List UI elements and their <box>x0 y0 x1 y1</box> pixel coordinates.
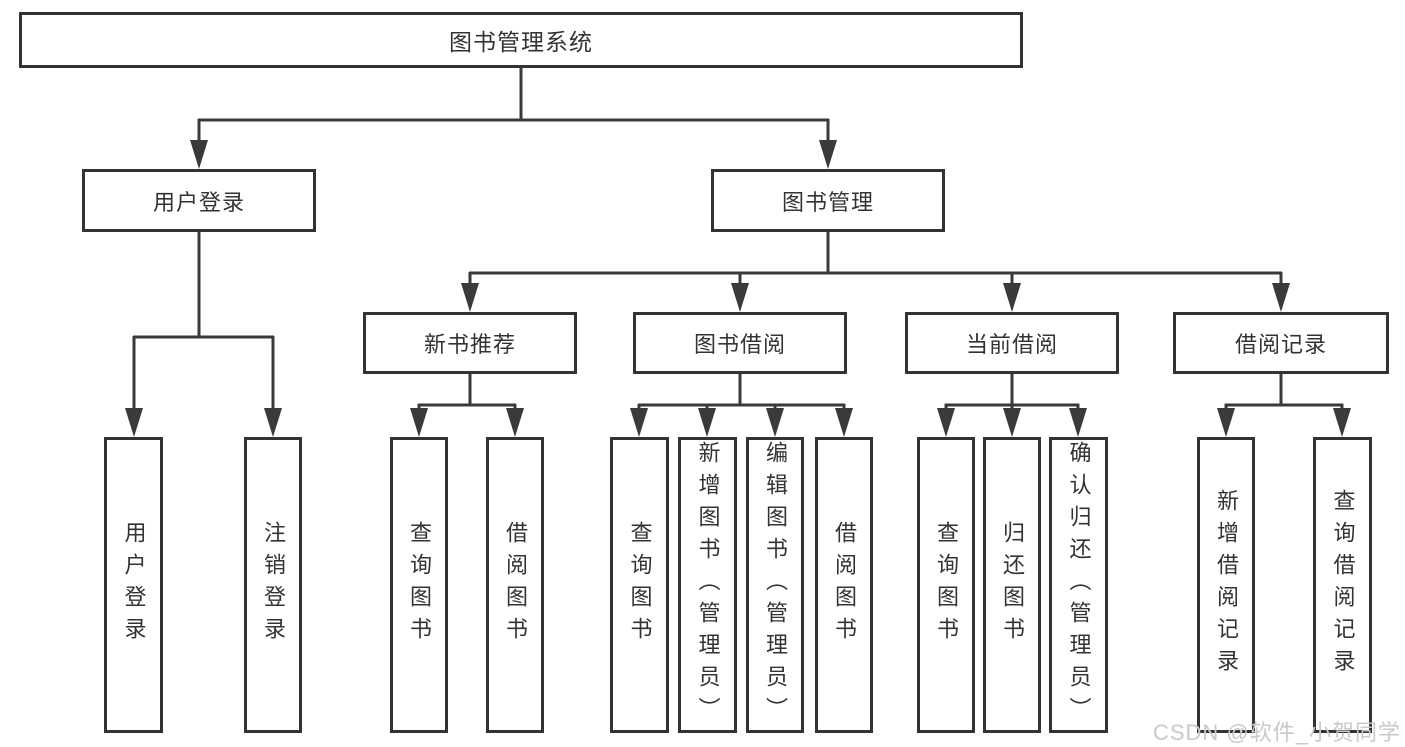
leaf-current-confirm-return-admin: 确认归还（管理员） <box>1049 437 1108 733</box>
leaf-label: 借阅图书 <box>503 521 528 649</box>
node-current-borrowing: 当前借阅 <box>905 312 1119 374</box>
node-label: 图书管理系统 <box>449 29 593 55</box>
leaf-current-query-books: 查询图书 <box>917 437 975 733</box>
leaf-user-login: 用户登录 <box>104 437 163 733</box>
leaf-label: 编辑图书（管理员） <box>763 441 788 729</box>
leaf-label: 新增图书（管理员） <box>695 441 721 729</box>
leaf-label: 查询图书 <box>407 521 432 649</box>
node-borrowing-records: 借阅记录 <box>1173 312 1389 374</box>
node-user-login: 用户登录 <box>82 169 316 232</box>
leaf-label: 新增借阅记录 <box>1214 489 1239 681</box>
leaf-logout: 注销登录 <box>244 437 302 733</box>
node-label: 图书借阅 <box>693 332 786 357</box>
leaf-borrow-add-book-admin: 新增图书（管理员） <box>678 437 737 733</box>
node-label: 新书推荐 <box>423 332 516 357</box>
node-label: 当前借阅 <box>965 332 1058 357</box>
node-root-system: 图书管理系统 <box>19 12 1023 68</box>
leaf-label: 查询图书 <box>627 521 653 649</box>
csdn-watermark: CSDN @软件_小贺同学 <box>1152 720 1401 745</box>
leaf-label: 查询图书 <box>934 521 959 649</box>
node-book-management: 图书管理 <box>711 169 945 232</box>
leaf-label: 确认归还（管理员） <box>1066 441 1092 729</box>
leaf-borrow-query-books: 查询图书 <box>610 437 669 733</box>
leaf-label: 用户登录 <box>121 521 147 649</box>
leaf-records-add-record: 新增借阅记录 <box>1197 437 1255 733</box>
node-label: 用户登录 <box>152 189 245 215</box>
leaf-borrow-edit-book-admin: 编辑图书（管理员） <box>746 437 804 733</box>
leaf-label: 借阅图书 <box>832 521 857 649</box>
node-new-book-recommend: 新书推荐 <box>363 312 577 374</box>
leaf-records-query-record: 查询借阅记录 <box>1313 437 1372 733</box>
leaf-newbooks-query-books: 查询图书 <box>390 437 448 733</box>
node-book-borrowing: 图书借阅 <box>633 312 847 374</box>
leaf-label: 注销登录 <box>261 521 286 649</box>
node-label: 图书管理 <box>781 189 874 215</box>
leaf-label: 查询借阅记录 <box>1330 489 1356 681</box>
leaf-newbooks-borrow-books: 借阅图书 <box>486 437 544 733</box>
node-label: 借阅记录 <box>1234 332 1327 357</box>
leaf-borrow-borrow-books: 借阅图书 <box>815 437 873 733</box>
arrowheads <box>125 140 1351 437</box>
leaf-current-return-books: 归还图书 <box>983 437 1041 733</box>
leaf-label: 归还图书 <box>1000 521 1025 649</box>
